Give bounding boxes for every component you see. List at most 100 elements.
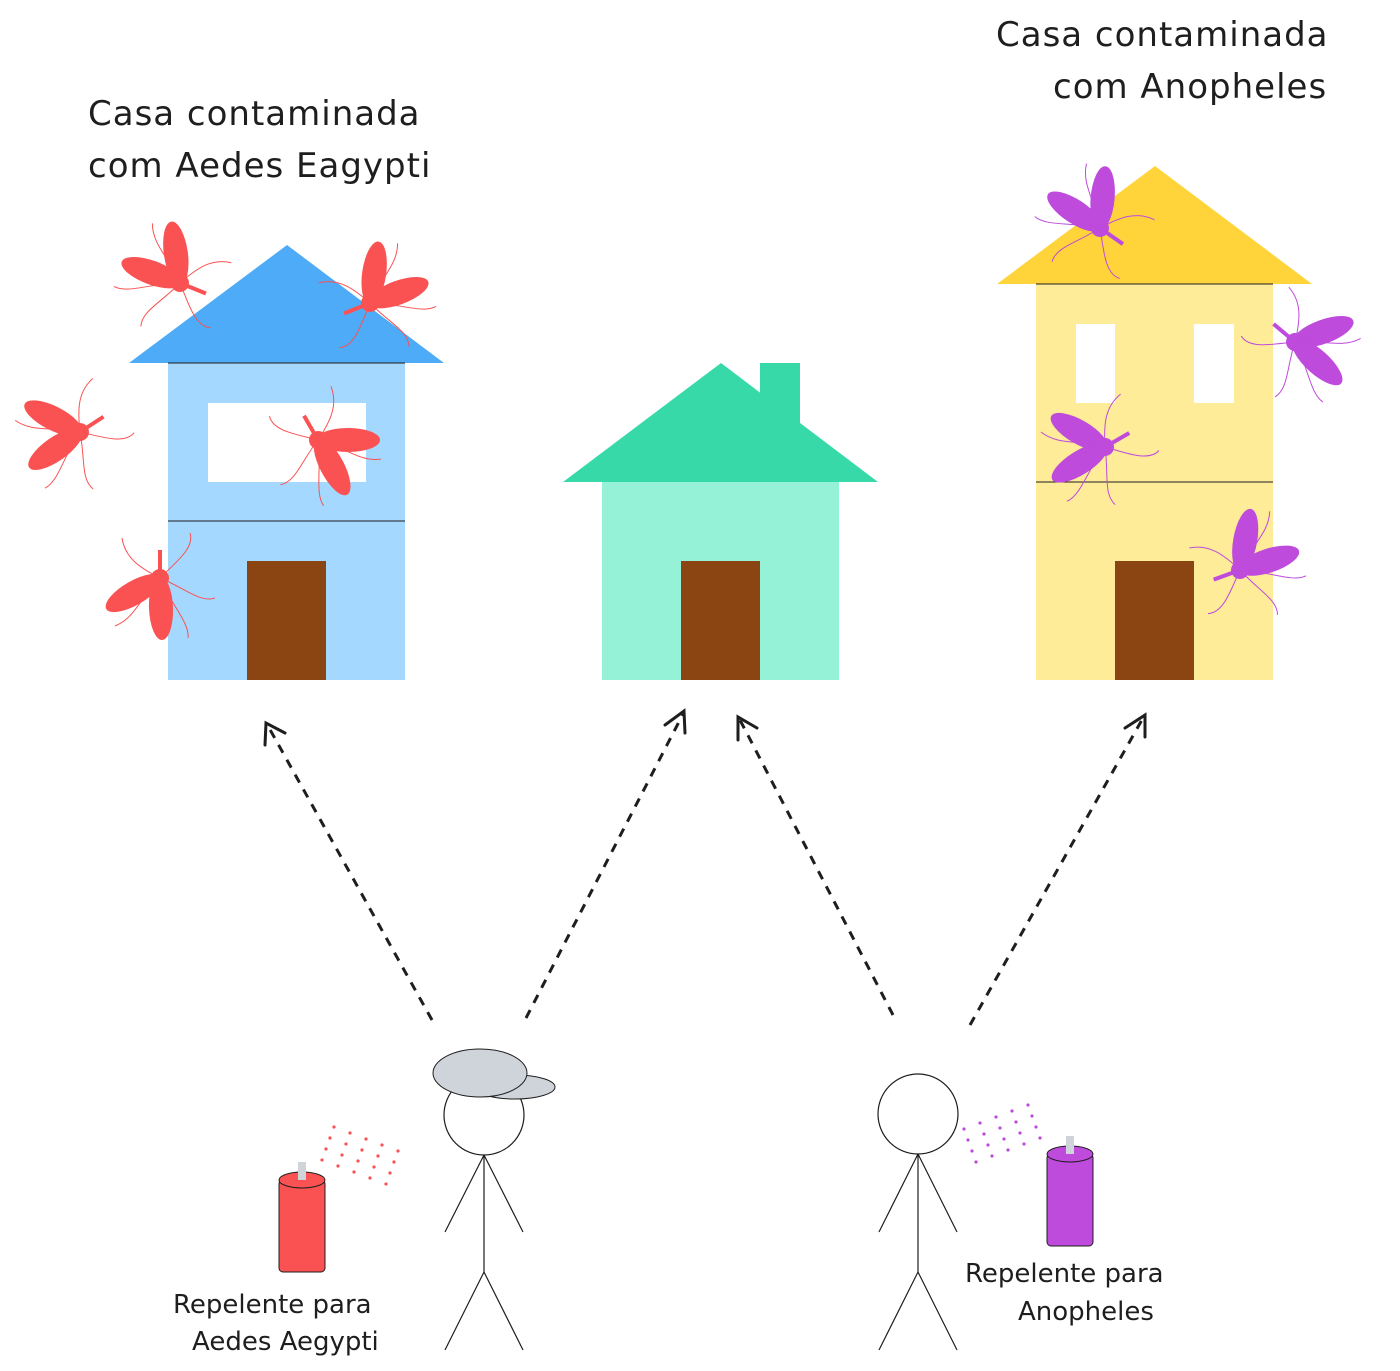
mosquito-leg [339, 302, 371, 349]
mosquito-proboscis [1098, 226, 1125, 246]
spray-dot [388, 1171, 392, 1175]
spray-dot [978, 1121, 982, 1125]
spray-dot [324, 1147, 328, 1151]
arrow-left-person-to-blue-house [263, 720, 434, 1021]
mosquito-leg [1239, 569, 1279, 615]
mosquito-proboscis [78, 415, 105, 434]
mosquito-wing [121, 256, 183, 289]
mosquito-wing [367, 276, 429, 309]
spray-dot [348, 1131, 352, 1135]
mosquito-wing [1051, 443, 1108, 483]
mosquito-leg [1104, 446, 1160, 457]
mosquito-leg [159, 577, 189, 639]
blue-house [129, 245, 444, 680]
mosquito-leg [1239, 511, 1271, 571]
mosquito-leg [79, 431, 94, 490]
spray-dot [380, 1143, 384, 1147]
green-house-door [681, 561, 760, 680]
mosquito-leg [269, 415, 319, 441]
yellow-house-roof [997, 166, 1312, 284]
spray-dot [1030, 1114, 1034, 1118]
right-house-title-line2: com Anopheles [1053, 67, 1327, 107]
left-house-title: Casa contaminada com Aedes Eagypti [88, 94, 432, 186]
aedes-repellent-label: Repelente para Aedes Aegypti [173, 1290, 380, 1357]
mosquito-leg [114, 577, 161, 627]
mosquito-leg [179, 261, 232, 284]
spray-dot [1038, 1136, 1042, 1140]
mosquito-leg [1274, 341, 1296, 398]
anopheles-mosquito [1189, 508, 1307, 615]
spray-dot [336, 1164, 340, 1168]
mosquito-leg [1207, 569, 1241, 615]
spray-dot [982, 1132, 986, 1136]
blue-house-door [247, 561, 326, 680]
aedes-mosquito [105, 532, 216, 640]
spray-dot [1026, 1103, 1030, 1107]
anopheles-mosquito [1034, 163, 1155, 279]
spray-dot [340, 1153, 344, 1157]
mosquito-leg [159, 532, 192, 579]
spray-dot [372, 1165, 376, 1169]
spray-dot [364, 1137, 368, 1141]
spray-dots [962, 1103, 1042, 1164]
mosquito-proboscis [302, 414, 320, 441]
mosquito-leg [369, 302, 410, 347]
aedes-repellent-label-line2: Aedes Aegypti [192, 1327, 379, 1357]
mosquito-proboscis [1104, 431, 1131, 449]
yellow-house-window-right [1194, 324, 1234, 403]
mosquito-leg [159, 577, 216, 600]
yellow-house-window-left [1076, 324, 1115, 403]
mosquito-leg [1099, 227, 1120, 279]
spray-dot [352, 1170, 356, 1174]
spray-dot [320, 1158, 324, 1162]
spray-dot [970, 1149, 974, 1153]
mosquito-leg [1104, 393, 1121, 448]
mosquito-proboscis [1272, 322, 1297, 344]
mosquito-leg [1040, 431, 1106, 448]
mosquito-leg [280, 439, 319, 486]
spray-dot [356, 1159, 360, 1163]
anopheles-repellent-label-line2: Anopheles [1018, 1297, 1154, 1327]
mosquito-leg [179, 282, 211, 329]
aedes-mosquito [269, 386, 382, 507]
can-body [1046, 1153, 1094, 1247]
mosquito-leg [79, 431, 135, 440]
mosquito-leg [369, 243, 399, 304]
mosquito-leg [1239, 569, 1307, 579]
mosquito-leg [14, 419, 81, 433]
spray-dot [986, 1143, 990, 1147]
spray-dots [320, 1125, 400, 1186]
mosquito-leg [1294, 341, 1324, 403]
mosquito-leg [140, 282, 181, 327]
mosquito-leg [1104, 446, 1116, 506]
arrow-left-person-to-green-house [524, 708, 687, 1019]
mosquito-leg [44, 431, 81, 489]
mosquito-leg [1084, 163, 1101, 229]
mosquito-leg [1051, 227, 1101, 262]
person [877, 1073, 959, 1351]
aedes-repellent-can [278, 1125, 400, 1273]
spray-dot [1010, 1109, 1014, 1113]
arrows [263, 708, 1147, 1026]
mosquito-leg [113, 282, 181, 290]
mosquito-leg [318, 281, 371, 304]
mosquito-wing [1292, 316, 1354, 348]
spray-dot [1002, 1137, 1006, 1141]
anopheles-mosquito [1040, 393, 1160, 506]
spray-dot [994, 1115, 998, 1119]
aedes-mosquito [14, 377, 135, 490]
spray-dot [376, 1154, 380, 1158]
cap-crown [432, 1048, 528, 1098]
head [877, 1073, 959, 1155]
spray-dot [1018, 1131, 1022, 1135]
mosquito-leg [1240, 335, 1296, 346]
mosquito-wing [28, 428, 83, 470]
person-with-cap [432, 1048, 556, 1351]
can-body [278, 1179, 326, 1273]
mosquito-leg [1294, 337, 1361, 344]
can-nozzle [1066, 1136, 1074, 1154]
arrow-right-person-to-green-house [736, 714, 895, 1016]
aedes-mosquito [113, 221, 232, 329]
mosquito-wing [1292, 338, 1343, 386]
